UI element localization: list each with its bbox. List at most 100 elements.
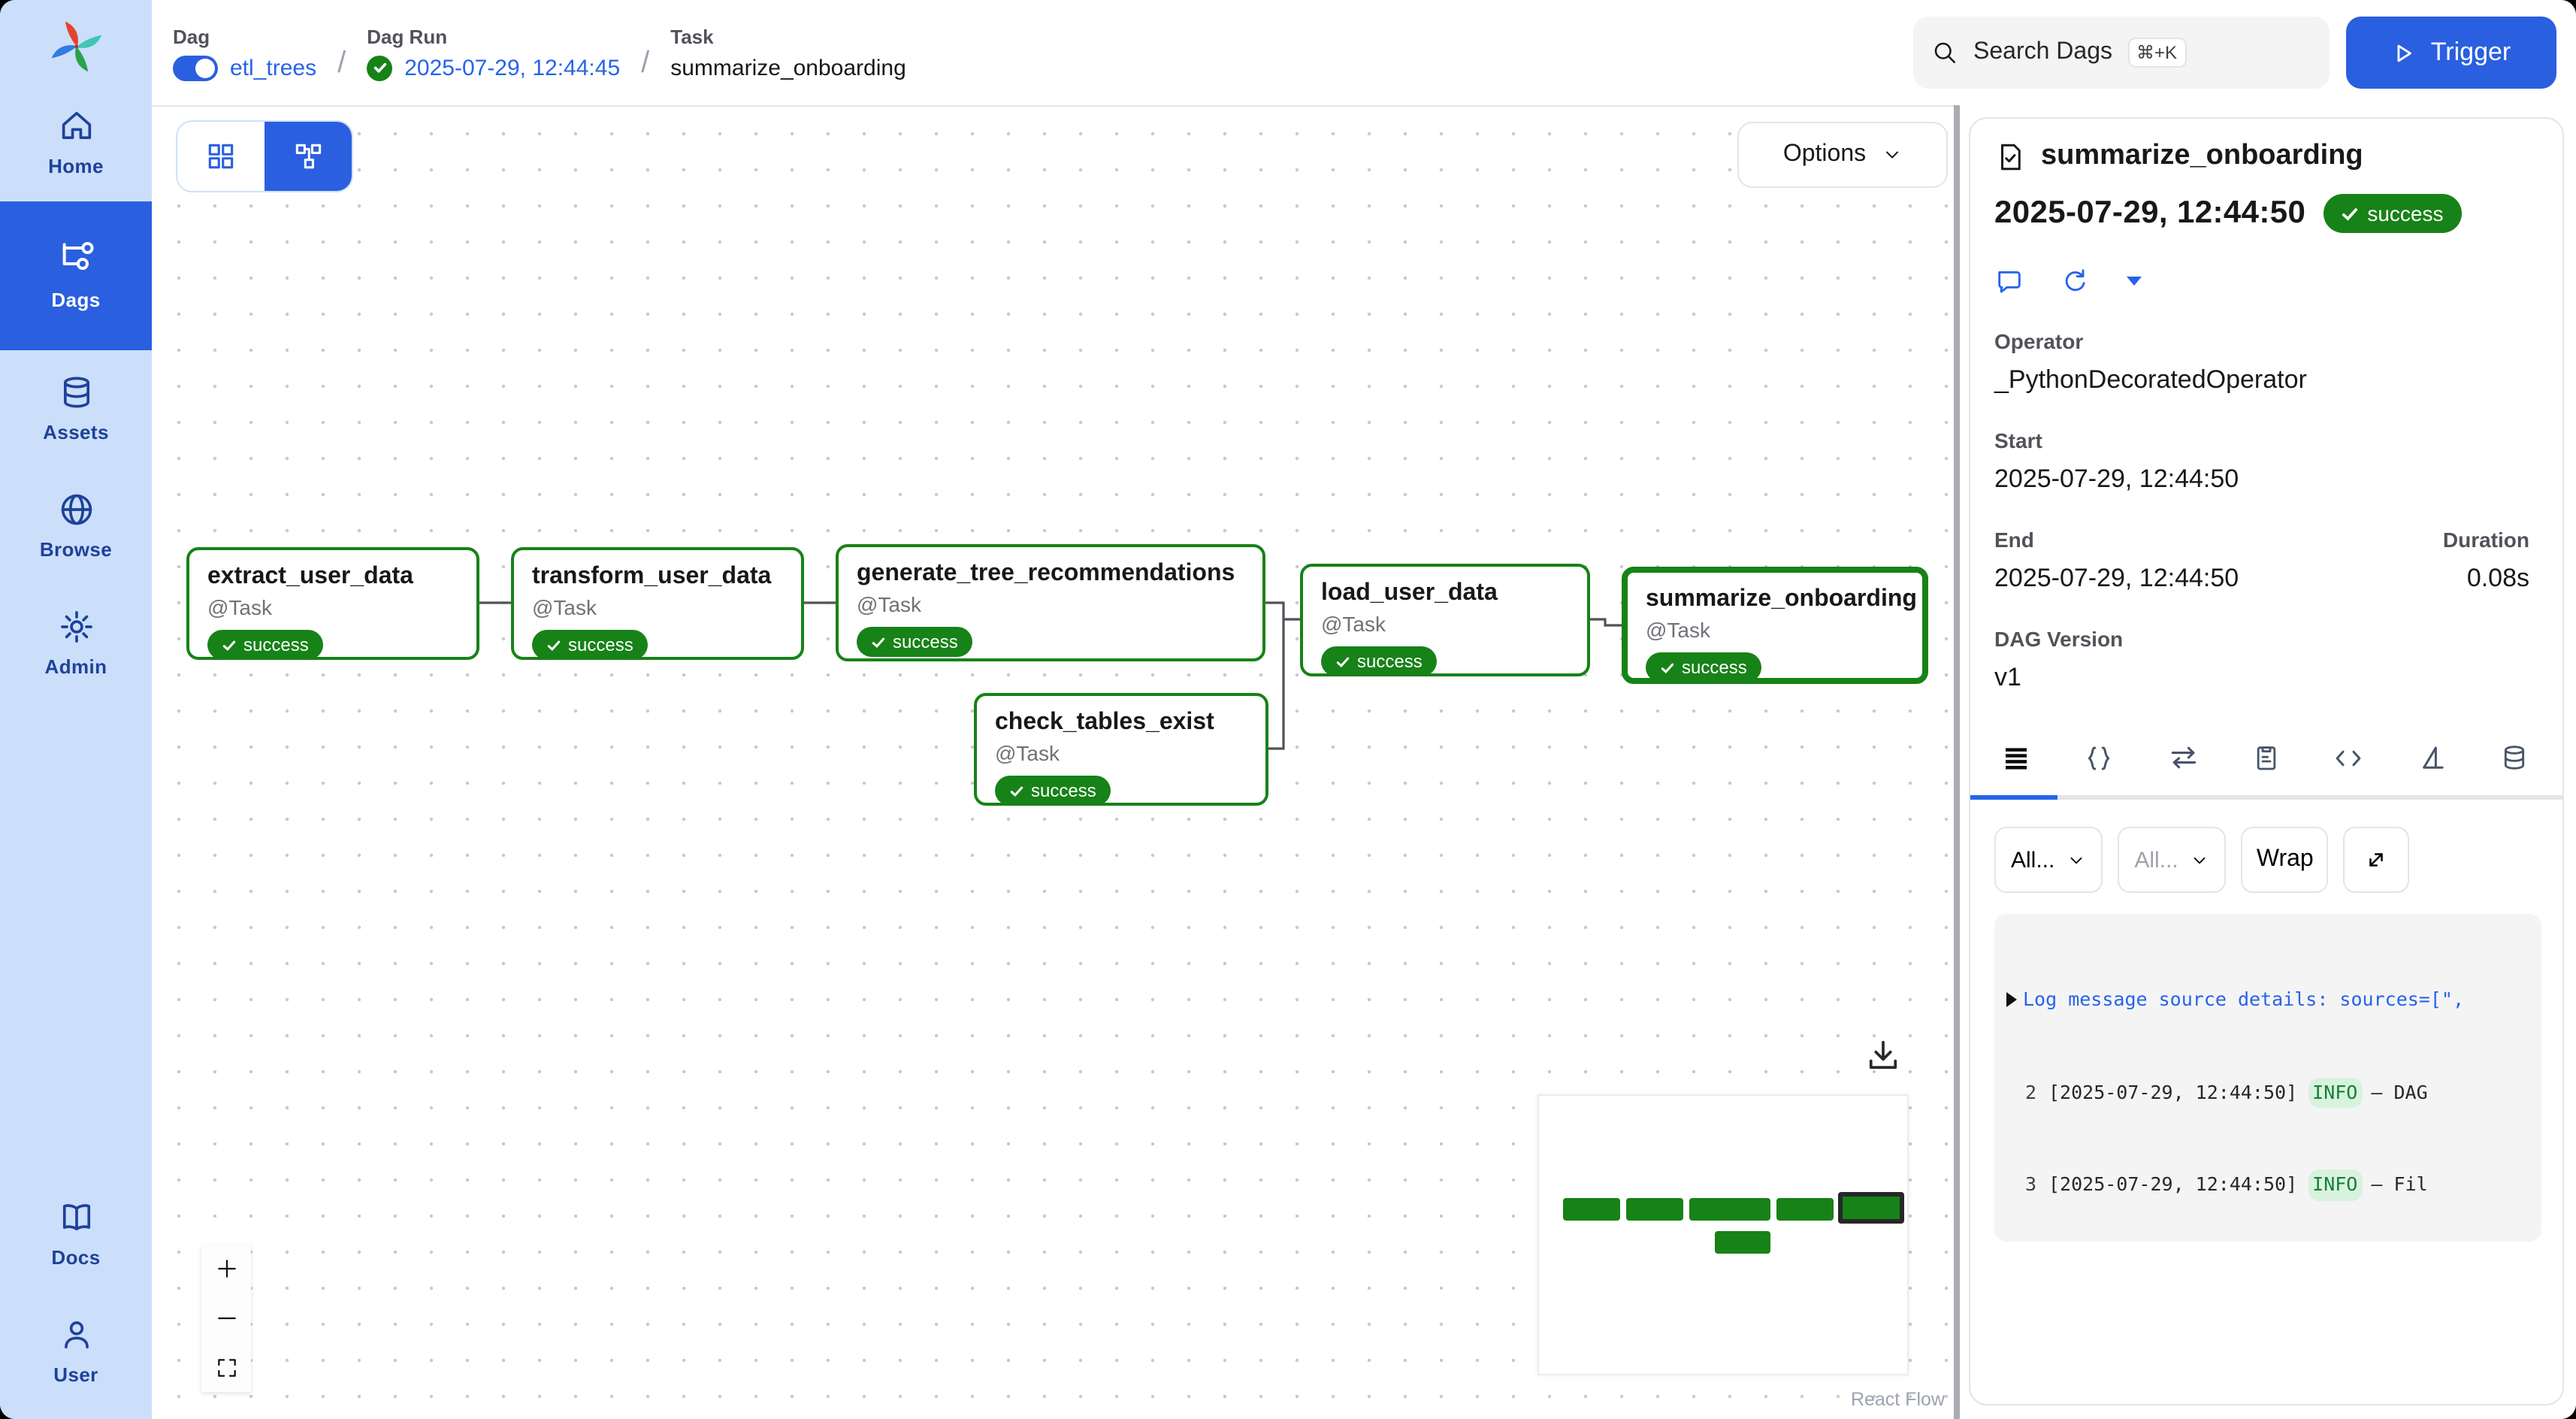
- task-node-title: generate_tree_recommendations: [857, 561, 1235, 586]
- chevron-down-icon: [1881, 144, 1902, 165]
- swap-arrows-icon: [2166, 741, 2200, 774]
- add-note-icon[interactable]: [1994, 266, 2024, 296]
- sidebar-item-label: User: [53, 1363, 98, 1386]
- log-source-line[interactable]: Log message source details: sources=[",: [2006, 985, 2529, 1015]
- task-node-check-tables-exist[interactable]: check_tables_exist @Task success: [974, 693, 1268, 806]
- zoom-in-button[interactable]: [201, 1245, 251, 1293]
- sidebar-item-home[interactable]: Home: [0, 84, 152, 201]
- operator-value: _PythonDecoratedOperator: [1994, 365, 2307, 394]
- tab-divider: [1970, 795, 2562, 800]
- task-node-title: extract_user_data: [207, 564, 413, 589]
- airflow-logo-icon[interactable]: [47, 18, 104, 75]
- expand-logs-button[interactable]: [2343, 827, 2410, 893]
- log-viewer[interactable]: Log message source details: sources=[", …: [1994, 914, 2541, 1242]
- breadcrumb-separator: /: [641, 46, 650, 79]
- tab-code[interactable]: [2330, 733, 2368, 782]
- sidebar-item-assets[interactable]: Assets: [0, 350, 152, 467]
- tab-logs[interactable]: [1997, 733, 2035, 782]
- chevron-down-icon: [2191, 850, 2210, 870]
- tab-warnings[interactable]: [2413, 733, 2451, 782]
- fit-view-button[interactable]: [201, 1344, 251, 1392]
- task-node-title: transform_user_data: [532, 564, 772, 589]
- start-field: Start 2025-07-29, 12:44:50: [1994, 428, 2562, 495]
- tab-xcom[interactable]: [2081, 733, 2118, 782]
- expand-caret-icon: [2006, 992, 2017, 1008]
- clear-task-icon[interactable]: [2060, 266, 2091, 296]
- sidebar-item-docs[interactable]: Docs: [0, 1175, 152, 1293]
- breadcrumb-dag-label: Dag: [173, 25, 210, 47]
- log-level-select[interactable]: All...: [1994, 827, 2103, 893]
- play-icon: [2392, 40, 2417, 65]
- task-node-extract-user-data[interactable]: extract_user_data @Task success: [186, 547, 479, 660]
- dag-version-field: DAG Version v1: [1994, 627, 2562, 693]
- task-detail-tabs: [1994, 732, 2562, 783]
- react-flow-attribution: React Flow: [1850, 1389, 1945, 1410]
- log-source-select[interactable]: All...: [2118, 827, 2227, 893]
- tab-events[interactable]: [2248, 734, 2284, 782]
- start-value: 2025-07-29, 12:44:50: [1994, 464, 2239, 493]
- task-node-transform-user-data[interactable]: transform_user_data @Task success: [511, 547, 804, 660]
- tab-task-instances[interactable]: [2163, 732, 2203, 783]
- breadcrumb-task-label: Task: [670, 25, 714, 47]
- breadcrumb-task-value: summarize_onboarding: [670, 55, 906, 80]
- sidebar-item-label: Browse: [39, 538, 113, 561]
- tab-asset-events[interactable]: [2496, 734, 2532, 782]
- task-node-load-user-data[interactable]: load_user_data @Task success: [1300, 564, 1590, 676]
- task-instance-status-badge: success: [2324, 194, 2462, 233]
- task-status-badge: success: [857, 627, 973, 657]
- breadcrumb-dag-run-link[interactable]: 2025-07-29, 12:44:45: [404, 55, 621, 80]
- breadcrumb-dag-run-label: Dag Run: [367, 25, 448, 47]
- gear-icon: [56, 607, 95, 646]
- sidebar-item-user[interactable]: User: [0, 1293, 152, 1419]
- dag-pause-toggle[interactable]: [173, 55, 218, 80]
- zoom-out-button[interactable]: [201, 1294, 251, 1342]
- task-node-summarize-onboarding[interactable]: summarize_onboarding @Task success: [1622, 567, 1928, 684]
- minimap-node: [1689, 1198, 1770, 1221]
- home-icon: [56, 107, 95, 146]
- minimap-node: [1626, 1198, 1683, 1221]
- run-success-icon: [367, 55, 393, 80]
- org-chart-icon: [292, 140, 325, 173]
- canvas-zoom-controls: [201, 1245, 251, 1392]
- breadcrumb-dag-link[interactable]: etl_trees: [230, 55, 317, 80]
- minimap[interactable]: [1537, 1094, 1909, 1375]
- grid-view-button[interactable]: [177, 122, 265, 191]
- wrap-button[interactable]: Wrap: [2241, 827, 2329, 893]
- minimap-node: [1776, 1198, 1834, 1221]
- sidebar-item-browse[interactable]: Browse: [0, 467, 152, 585]
- user-icon: [56, 1315, 95, 1354]
- minimap-node-selected: [1838, 1192, 1904, 1224]
- view-mode-switch: [177, 122, 352, 191]
- breadcrumb-task: Task summarize_onboarding: [670, 25, 906, 80]
- search-placeholder: Search Dags: [1973, 39, 2112, 65]
- sidebar: Home Dags Assets Browse Admin Docs User: [0, 0, 152, 1419]
- sidebar-item-admin[interactable]: Admin: [0, 585, 152, 702]
- task-node-type: @Task: [532, 595, 597, 619]
- sidebar-item-label: Dags: [51, 289, 101, 311]
- dag-graph-canvas[interactable]: Options extract_user_data @Task success …: [152, 105, 1960, 1419]
- sidebar-item-label: Assets: [43, 421, 109, 443]
- log-controls: All... All... Wrap: [1994, 827, 2562, 893]
- search-icon: [1931, 39, 1958, 66]
- grid-icon: [204, 140, 237, 173]
- trigger-button[interactable]: Trigger: [2346, 17, 2556, 89]
- header: Dag etl_trees / Dag Run 2025-07-29, 12:4…: [152, 0, 2576, 105]
- task-node-generate-tree-recommendations[interactable]: generate_tree_recommendations @Task succ…: [836, 544, 1265, 661]
- task-status-badge: success: [1321, 646, 1438, 676]
- search-dags-input[interactable]: Search Dags ⌘+K: [1913, 17, 2330, 89]
- options-dropdown[interactable]: Options: [1737, 122, 1948, 188]
- database-icon: [2499, 743, 2529, 773]
- task-status-badge: success: [532, 630, 649, 660]
- expand-diagonal-icon: [2363, 846, 2390, 873]
- sidebar-item-dags[interactable]: Dags: [0, 201, 152, 350]
- operator-field: Operator _PythonDecoratedOperator: [1994, 329, 2562, 395]
- panel-resize-handle[interactable]: [1954, 105, 1960, 1419]
- more-actions-caret[interactable]: [2127, 277, 2142, 286]
- log-line: 3[2025-07-29, 12:44:50]INFO– Fil: [2006, 1169, 2529, 1200]
- braces-icon: [2084, 742, 2115, 773]
- download-image-button[interactable]: [1864, 1036, 1903, 1075]
- graph-view-button[interactable]: [265, 122, 352, 191]
- dag-edges: [479, 601, 1622, 750]
- task-node-type: @Task: [207, 595, 272, 619]
